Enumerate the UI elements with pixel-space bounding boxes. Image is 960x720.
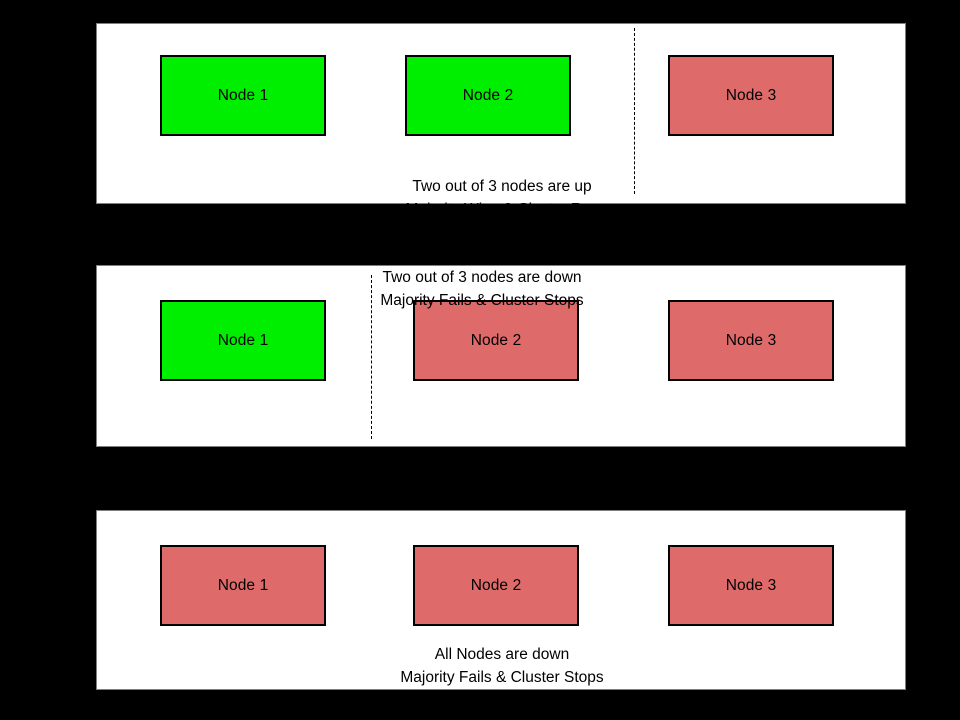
caption-line-2: , Majority Wins & Cluster Runs — [396, 201, 608, 218]
caption-line-1: Two out of 3 nodes are up — [412, 178, 592, 195]
quorum-divider-line — [634, 28, 635, 194]
caption-line-1: Two out of 3 nodes are down — [382, 269, 582, 286]
node-label: Node 3 — [725, 576, 777, 594]
node-box-3[interactable]: Node 3 — [668, 545, 834, 626]
node-box-3[interactable]: Node 3 — [668, 300, 834, 381]
quorum-divider-line — [371, 275, 372, 439]
node-label: Node 2 — [462, 86, 514, 104]
node-label: Node 3 — [725, 331, 777, 349]
node-label: Node 2 — [470, 331, 522, 349]
caption-line-1: All Nodes are down — [434, 646, 570, 663]
node-box-1[interactable]: Node 1 — [160, 545, 326, 626]
node-label: Node 1 — [217, 86, 269, 104]
node-box-3[interactable]: Node 3 — [668, 55, 834, 136]
scenario-panel-two-down: Node 1 Node 2 Node 3 Two out of 3 nodes … — [96, 265, 906, 447]
caption-line-2: Majority Fails & Cluster Stops — [400, 669, 604, 686]
node-box-2[interactable]: Node 2 — [405, 55, 571, 136]
scenario-panel-all-down: Node 1 Node 2 Node 3 All Nodes are down … — [96, 510, 906, 690]
node-label: Node 1 — [217, 576, 269, 594]
caption-line-2: Majority Fails & Cluster Stops — [380, 292, 584, 309]
scenario-panel-two-up: Node 1 Node 2 Node 3 Two out of 3 nodes … — [96, 23, 906, 218]
panel-caption: All Nodes are down Majority Fails & Clus… — [302, 643, 702, 689]
node-label: Node 3 — [725, 86, 777, 104]
node-box-2[interactable]: Node 2 — [413, 545, 579, 626]
panel-caption: Two out of 3 nodes are down Majority Fai… — [282, 266, 682, 312]
node-box-2[interactable]: Node 2 — [413, 300, 579, 381]
node-label: Node 1 — [217, 331, 269, 349]
node-box-1[interactable]: Node 1 — [160, 55, 326, 136]
node-box-1[interactable]: Node 1 — [160, 300, 326, 381]
panel-caption: Two out of 3 nodes are up , Majority Win… — [302, 175, 702, 221]
node-label: Node 2 — [470, 576, 522, 594]
